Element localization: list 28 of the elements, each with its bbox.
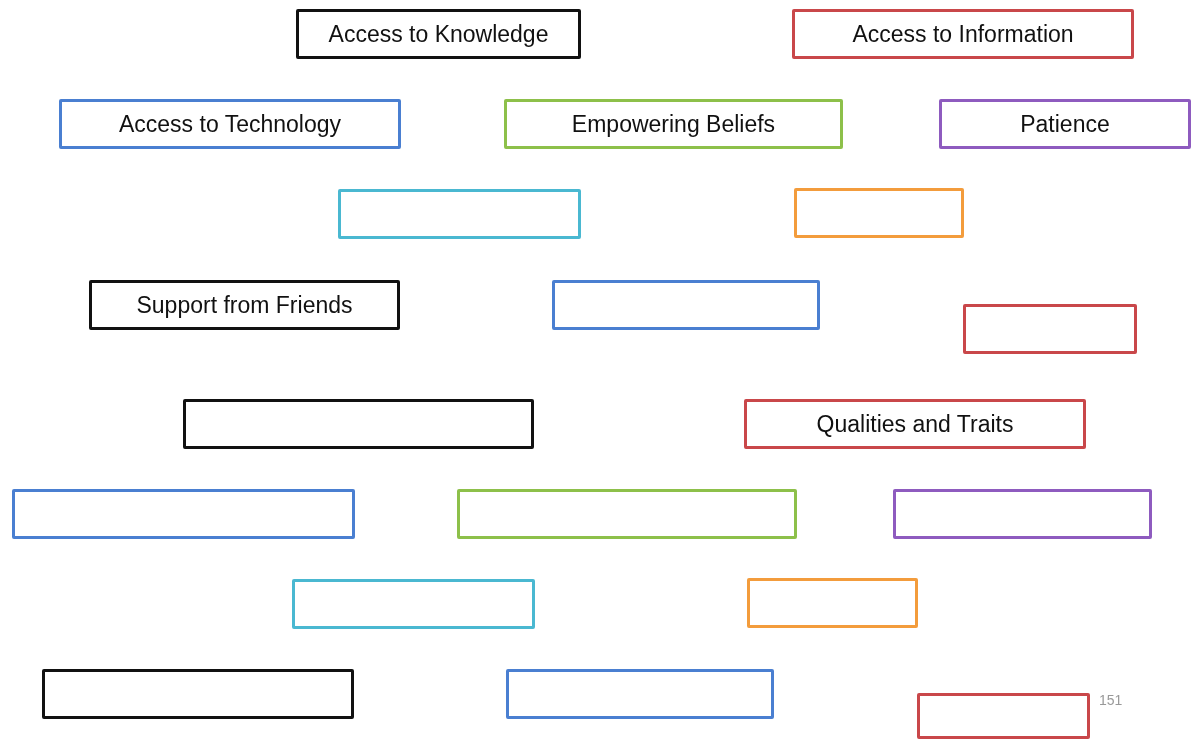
box-label: Empowering Beliefs (571, 109, 776, 139)
empty-box (457, 489, 797, 539)
empty-box (338, 189, 581, 239)
box-label: Access to Technology (118, 109, 341, 139)
box-label: Access to Knowledge (328, 19, 549, 49)
empty-box (794, 188, 964, 238)
page-number: 151 (1099, 691, 1123, 710)
box-label: Access to Information (852, 19, 1074, 49)
text-box (59, 99, 401, 149)
empty-box (747, 578, 918, 628)
empty-box (42, 669, 354, 719)
empty-box (917, 693, 1090, 739)
box-label: Qualities and Traits (816, 409, 1014, 439)
empty-box (12, 489, 355, 539)
empty-box (506, 669, 774, 719)
text-box (296, 9, 581, 59)
empty-box (893, 489, 1152, 539)
text-box (89, 280, 400, 330)
empty-box (183, 399, 534, 449)
text-box (744, 399, 1086, 449)
box-label: Patience (1020, 109, 1110, 139)
empty-box (963, 304, 1137, 354)
text-box (504, 99, 843, 149)
empty-box (292, 579, 535, 629)
box-label: Support from Friends (136, 290, 353, 320)
text-box (939, 99, 1191, 149)
text-box (792, 9, 1134, 59)
empty-box (552, 280, 820, 330)
